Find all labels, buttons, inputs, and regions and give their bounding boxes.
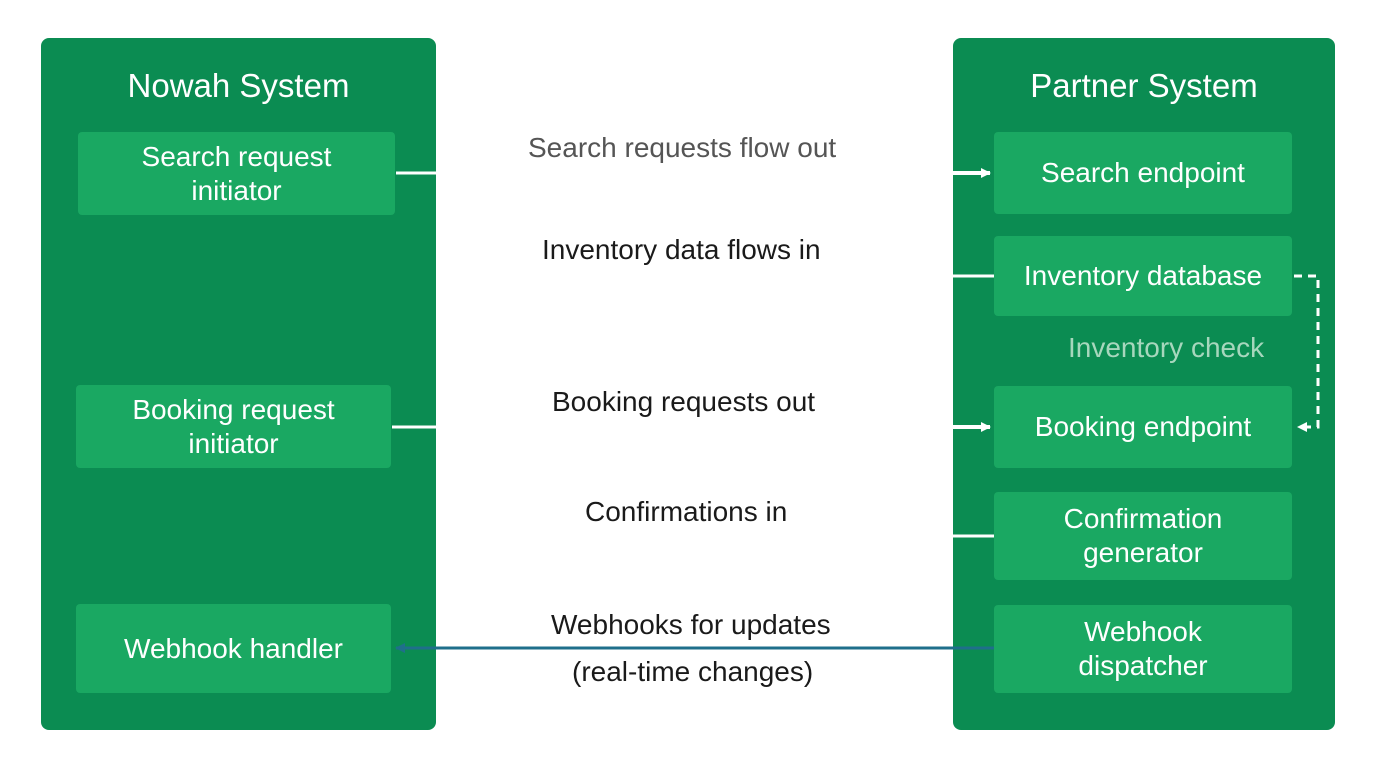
nowah-system-title: Nowah System bbox=[127, 67, 350, 104]
node-label-line: Webhook bbox=[1084, 616, 1202, 647]
node-label-line: Webhook handler bbox=[124, 632, 343, 664]
inventory-database-node: Inventory database bbox=[994, 236, 1292, 316]
node-label-line: Search request bbox=[141, 140, 332, 172]
node-label-line: generator bbox=[1083, 537, 1203, 568]
node-label-line: initiator bbox=[191, 174, 282, 206]
node-label-line: Booking endpoint bbox=[1034, 411, 1252, 442]
node-label-line: initiator bbox=[188, 427, 279, 459]
inventory-check-label: Inventory check bbox=[1068, 332, 1265, 363]
confirmation-generator-node: Confirmation generator bbox=[994, 492, 1292, 580]
node-label-line: Confirmation bbox=[1063, 503, 1223, 534]
search-endpoint-node: Search endpoint bbox=[994, 132, 1292, 214]
booking-flow-label: Booking requests out bbox=[552, 386, 816, 417]
confirmations-flow-label: Confirmations in bbox=[585, 496, 788, 527]
node-label-line: Inventory database bbox=[1023, 260, 1263, 291]
booking-request-initiator-node: Booking request initiator bbox=[76, 385, 391, 468]
webhook-handler-node: Webhook handler bbox=[76, 604, 391, 693]
partner-system-title: Partner System bbox=[1030, 67, 1258, 104]
node-label-line: dispatcher bbox=[1078, 650, 1208, 681]
booking-endpoint-node: Booking endpoint bbox=[994, 386, 1292, 468]
search-request-initiator-node: Search request initiator bbox=[78, 132, 395, 215]
inventory-flow-label: Inventory data flows in bbox=[542, 234, 821, 265]
webhooks-flow-label: Webhooks for updates bbox=[551, 609, 831, 640]
node-label-line: Booking request bbox=[132, 393, 335, 425]
webhooks-flow-sublabel: (real-time changes) bbox=[572, 656, 814, 687]
webhook-dispatcher-node: Webhook dispatcher bbox=[994, 605, 1292, 693]
search-flow-label: Search requests flow out bbox=[528, 132, 837, 163]
node-label-line: Search endpoint bbox=[1041, 157, 1245, 188]
